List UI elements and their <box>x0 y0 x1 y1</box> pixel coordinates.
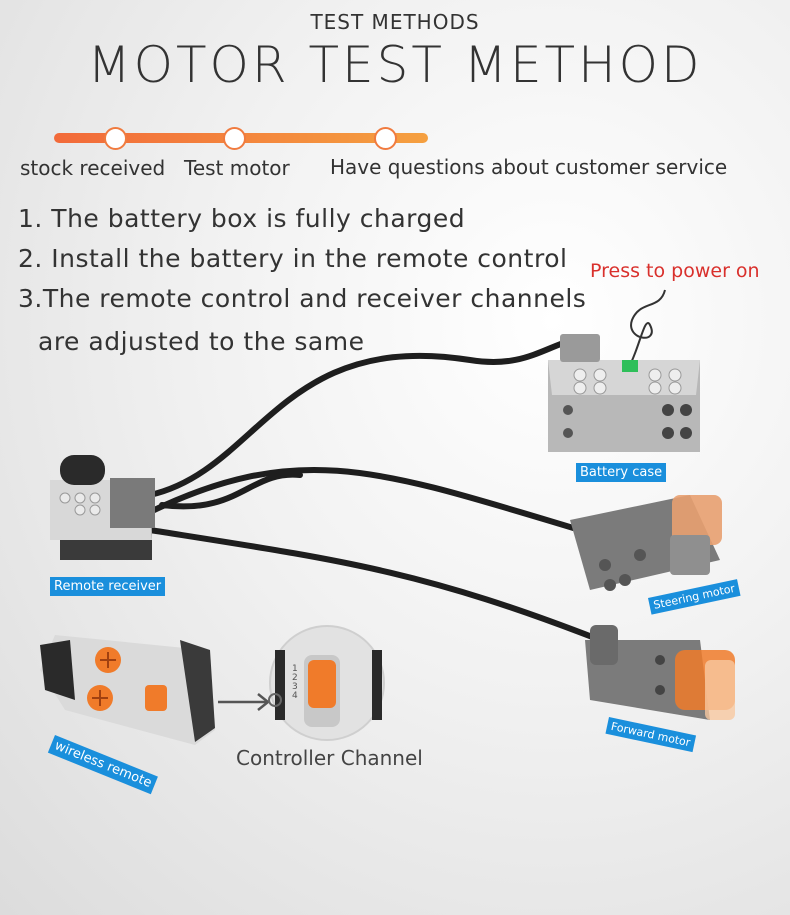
progress-step-label: stock received <box>20 156 166 180</box>
power-button-icon <box>622 360 638 372</box>
forward-motor <box>585 625 735 720</box>
battery-case <box>548 334 700 452</box>
cable-receiver-battery <box>147 337 575 498</box>
progress-step-marker-2 <box>223 127 246 150</box>
controller-channel-label: Controller Channel <box>236 746 423 770</box>
instruction-3-cont: are adjusted to the same <box>38 327 365 356</box>
cable-extra <box>159 471 303 510</box>
arrow-icon <box>218 693 271 711</box>
wireless-remote <box>40 635 215 745</box>
steering-motor <box>570 495 722 591</box>
progress-step-marker-3 <box>374 127 397 150</box>
channel-dial-numbers: 1 2 3 4 <box>292 665 298 701</box>
dial-number: 3 <box>292 682 298 692</box>
cable-receiver-steering <box>147 466 583 533</box>
remote-receiver <box>50 455 155 560</box>
dial-number: 2 <box>292 673 298 683</box>
instruction-3: 3.The remote control and receiver channe… <box>18 284 587 313</box>
progress-step-label: Have questions about customer service <box>330 155 728 179</box>
instruction-1: 1. The battery box is fully charged <box>18 204 466 233</box>
controller-channel-zoom <box>268 625 385 741</box>
instruction-2: 2. Install the battery in the remote con… <box>18 244 568 273</box>
progress-step-label: Test motor <box>184 156 290 180</box>
cable-receiver-forward <box>147 527 603 643</box>
power-pointer-line <box>629 289 666 366</box>
progress-step-marker-1 <box>104 127 127 150</box>
cables <box>147 337 603 643</box>
subtitle: TEST METHODS <box>310 10 480 34</box>
dial-number: 1 <box>292 664 298 674</box>
dial-number: 4 <box>292 691 298 701</box>
battery-case-label: Battery case <box>576 463 667 482</box>
press-to-power-label: Press to power on <box>590 260 760 282</box>
remote-receiver-label: Remote receiver <box>50 577 166 596</box>
page-title: MOTOR TEST METHOD <box>87 36 703 94</box>
